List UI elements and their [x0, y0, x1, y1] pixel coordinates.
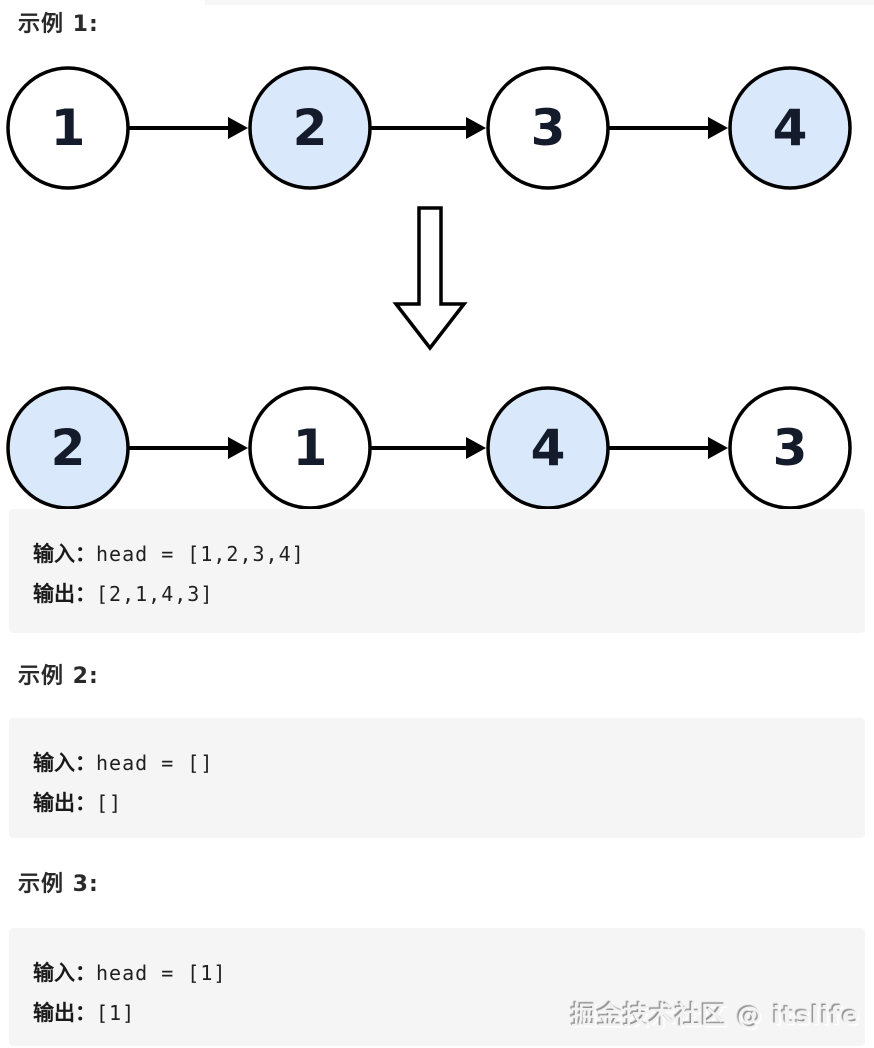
example-1-input-line: 输入：head = [1,2,3,4] — [33, 534, 841, 574]
example-2-io-box: 输入：head = [] 输出：[] — [9, 718, 865, 838]
linked-list-after-swap: 2 1 4 3 — [6, 386, 852, 510]
input-label: 输入： — [33, 961, 96, 985]
example-3-input-line: 输入：head = [1] — [33, 953, 841, 993]
example-2-input-line: 输入：head = [] — [33, 743, 841, 783]
svg-text:2: 2 — [293, 99, 328, 157]
input-label: 输入： — [33, 542, 96, 566]
input-label: 输入： — [33, 751, 96, 775]
svg-text:1: 1 — [51, 99, 86, 157]
input-value: head = [1,2,3,4] — [96, 542, 305, 566]
output-label: 输出： — [33, 582, 96, 606]
example-2-title: 示例 2: — [18, 664, 99, 689]
linked-list-before-swap: 1 2 3 4 — [6, 66, 852, 190]
example-3-output-line: 输出：[1] — [33, 993, 841, 1033]
example-1-io-box: 输入：head = [1,2,3,4] 输出：[2,1,4,3] — [9, 509, 865, 633]
output-value: [2,1,4,3] — [96, 582, 214, 606]
example-1-output-line: 输出：[2,1,4,3] — [33, 574, 841, 614]
output-value: [] — [96, 791, 123, 815]
transform-down-arrow-icon — [392, 206, 468, 351]
output-label: 输出： — [33, 1001, 96, 1025]
example-1-title: 示例 1: — [18, 12, 99, 37]
svg-text:4: 4 — [531, 419, 566, 477]
svg-text:3: 3 — [773, 419, 808, 477]
example-3-title: 示例 3: — [18, 872, 99, 897]
output-value: [1] — [96, 1001, 136, 1025]
svg-text:2: 2 — [51, 419, 86, 477]
watermark: 掘金技术社区 @ itslife — [571, 1001, 860, 1030]
output-label: 输出： — [33, 791, 96, 815]
input-value: head = [1] — [96, 961, 227, 985]
svg-text:1: 1 — [293, 419, 328, 477]
svg-text:3: 3 — [531, 99, 566, 157]
example-2-output-line: 输出：[] — [33, 783, 841, 823]
example-3-io-box: 输入：head = [1] 输出：[1] — [9, 928, 865, 1046]
top-edge-strip — [205, 0, 874, 5]
input-value: head = [] — [96, 751, 214, 775]
svg-text:4: 4 — [773, 99, 808, 157]
